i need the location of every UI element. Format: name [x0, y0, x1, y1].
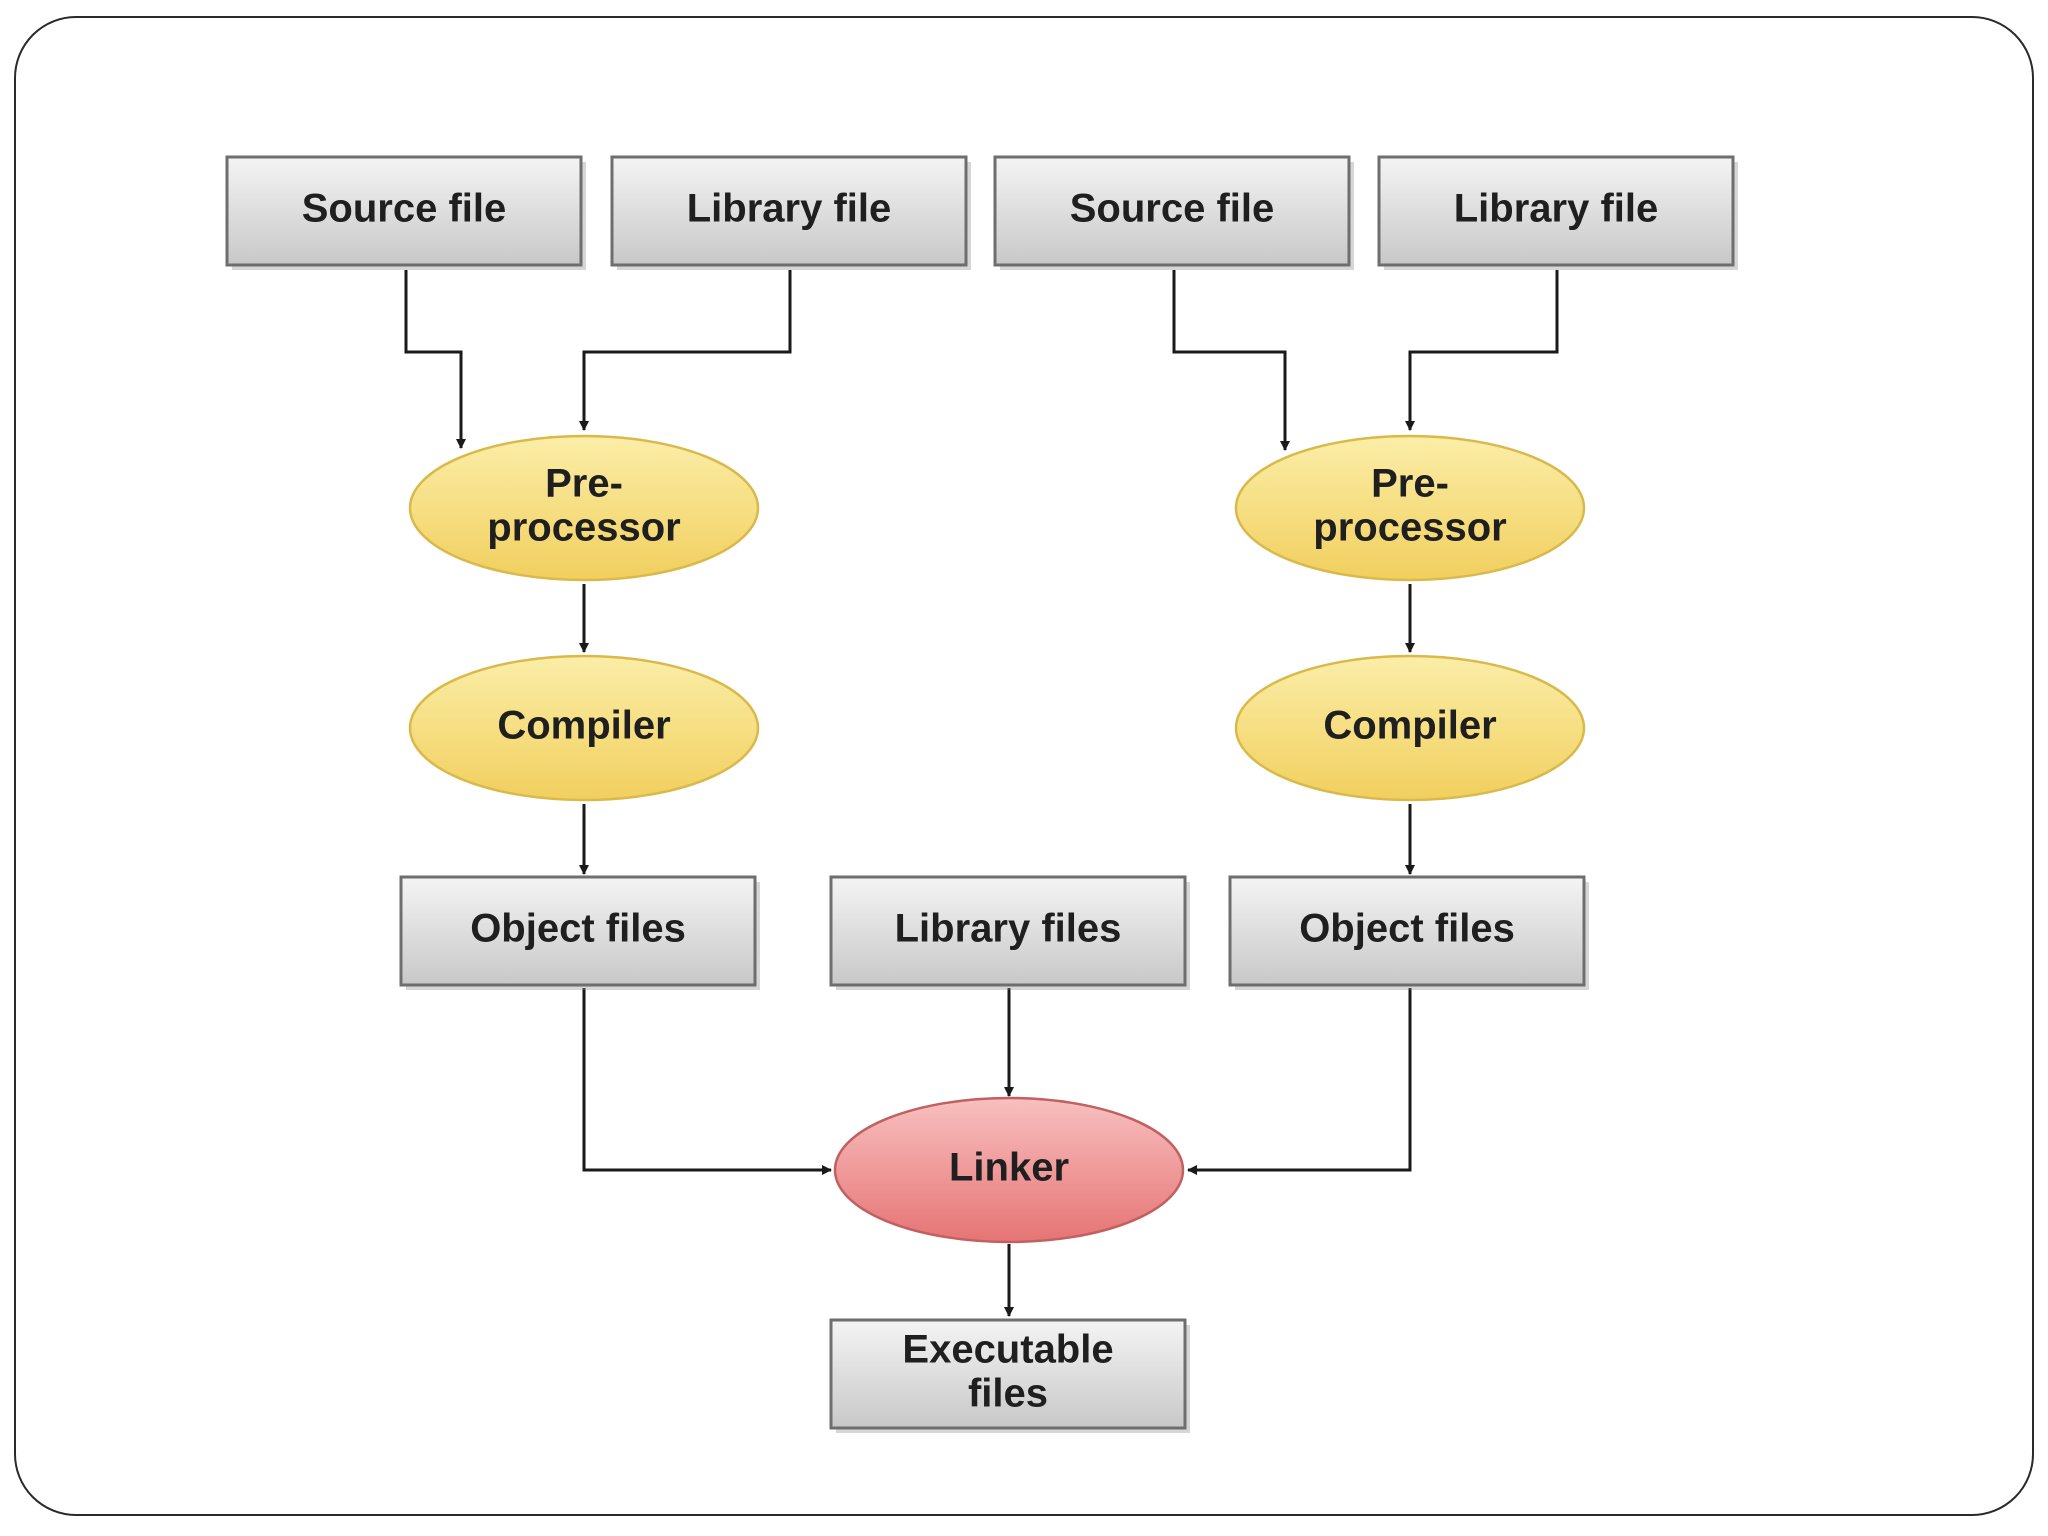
node-object-files-right: Object files [1228, 875, 1589, 990]
edge-library-right-to-pre-right [1405, 270, 1559, 431]
edge-object-right-to-linker [1187, 988, 1412, 1175]
node-compiler-left: Compiler [408, 654, 760, 802]
node-preprocessor-right: Pre- processor [1234, 434, 1586, 582]
node-label: Pre- [1371, 462, 1449, 506]
slide-frame [14, 16, 2034, 1516]
node-label: processor [1313, 506, 1506, 550]
node-label: Source file [1070, 187, 1275, 231]
node-label: Library files [895, 907, 1122, 951]
node-library-file-left: Library file [610, 155, 971, 270]
node-label: Pre- [545, 462, 623, 506]
node-source-file-right: Source file [993, 155, 1354, 270]
node-object-files-left: Object files [399, 875, 760, 990]
node-label: Object files [1299, 907, 1515, 951]
node-library-files: Library files [829, 875, 1190, 990]
node-linker: Linker [833, 1096, 1185, 1244]
node-source-file-left: Source file [225, 155, 586, 270]
node-label: Library file [1454, 187, 1659, 231]
node-label: Source file [302, 187, 507, 231]
edges [404, 270, 1559, 1317]
node-label: Library file [687, 187, 892, 231]
node-executable-files: Executable files [829, 1318, 1190, 1433]
node-label: Linker [949, 1146, 1069, 1190]
node-label: Object files [470, 907, 686, 951]
node-label: processor [487, 506, 680, 550]
node-label: Compiler [1323, 704, 1496, 748]
edge-library-left-to-pre-left [579, 270, 792, 431]
edge-object-left-to-linker [582, 988, 832, 1175]
node-library-file-right: Library file [1377, 155, 1738, 270]
node-label: files [968, 1372, 1048, 1416]
node-label: Executable [902, 1328, 1113, 1372]
edge-source-left-to-pre-left [404, 270, 466, 449]
node-compiler-right: Compiler [1234, 654, 1586, 802]
edge-source-right-to-pre-right [1172, 270, 1290, 451]
node-preprocessor-left: Pre- processor [408, 434, 760, 582]
node-label: Compiler [497, 704, 670, 748]
